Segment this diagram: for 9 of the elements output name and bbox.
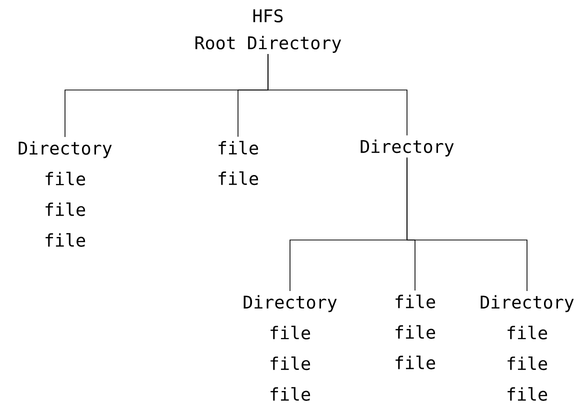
tree-entry: Directory file file file xyxy=(480,295,574,401)
tree-entry: file file xyxy=(218,140,258,186)
tree-connector xyxy=(406,157,528,292)
tree-entry: Directory xyxy=(360,140,454,156)
tree-entry: Directory file file file xyxy=(18,141,112,247)
tree-entry: file file file xyxy=(396,294,436,370)
tree-entry: Directory file file file xyxy=(244,295,337,401)
tree-entry: HFS Root Directory xyxy=(195,9,342,53)
tree-connector xyxy=(268,54,408,136)
